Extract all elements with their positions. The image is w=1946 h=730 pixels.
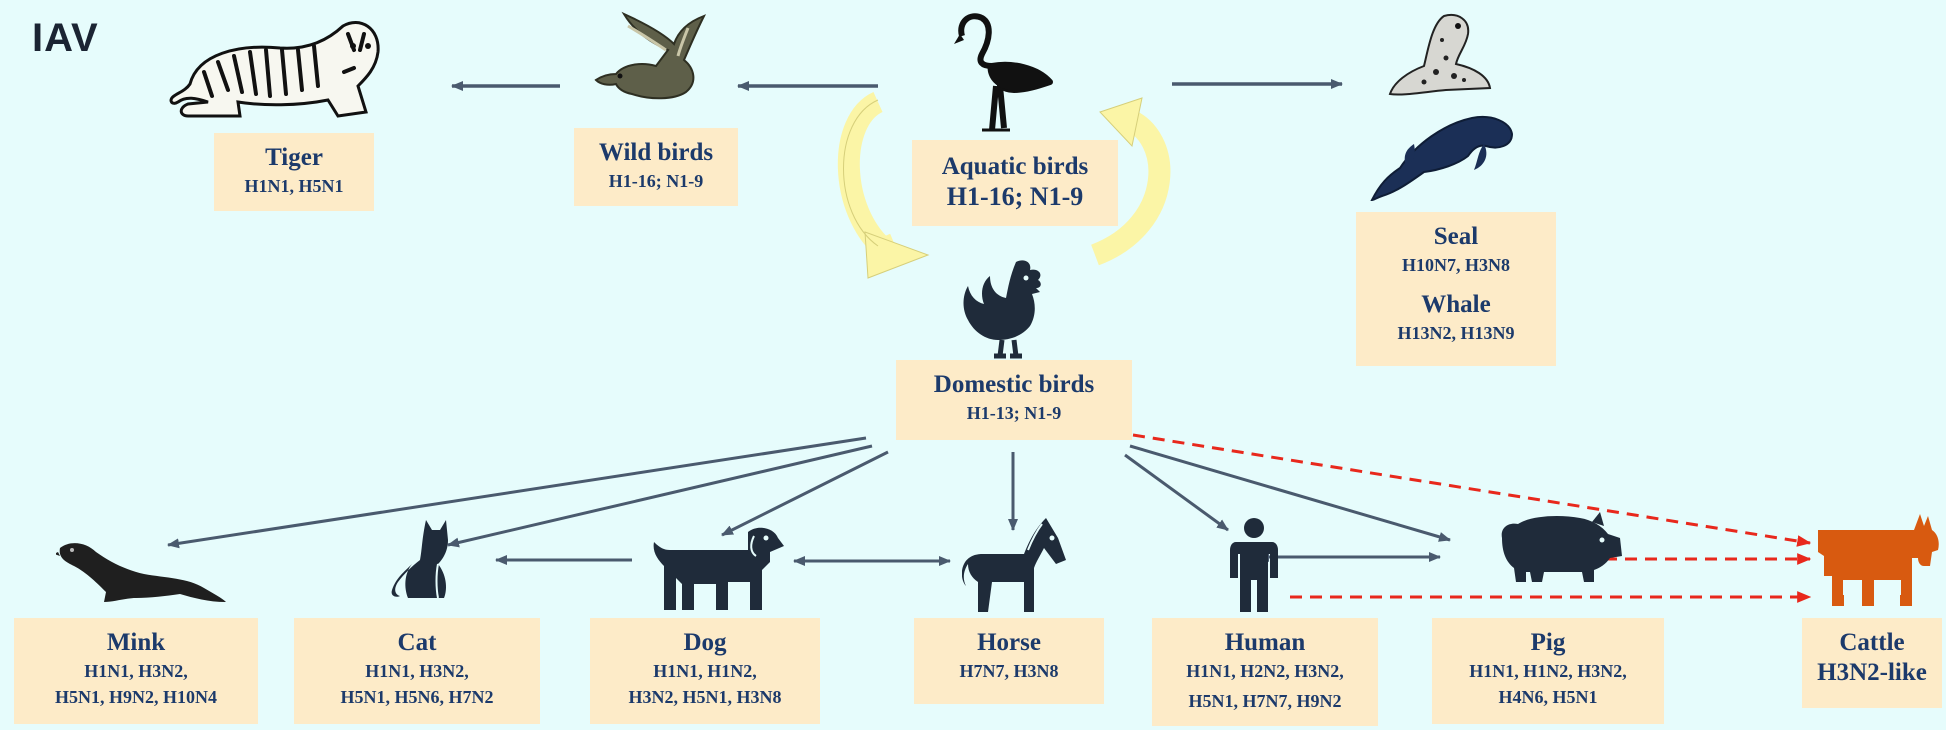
label-box-domestic-birds: Domestic birds H1-13; N1-9 [896, 360, 1132, 440]
flamingo-icon [952, 10, 1062, 136]
label-box-wild-birds: Wild birds H1-16; N1-9 [574, 128, 738, 206]
pig-icon [1496, 510, 1624, 584]
seal-name: Seal [1356, 222, 1556, 252]
dog-subtypes-line2: H3N2, H5N1, H3N8 [590, 684, 820, 710]
rooster-icon [956, 256, 1054, 360]
label-box-human: Human H1N1, H2N2, H3N2, H5N1, H7N7, H9N2 [1152, 618, 1378, 726]
dog-icon [650, 526, 786, 612]
horse-icon [962, 516, 1068, 614]
horse-subtypes: H7N7, H3N8 [914, 658, 1104, 684]
label-box-tiger: Tiger H1N1, H5N1 [214, 133, 374, 211]
human-name: Human [1152, 628, 1378, 658]
label-box-horse: Horse H7N7, H3N8 [914, 618, 1104, 704]
cat-icon [386, 518, 456, 600]
pig-name: Pig [1432, 628, 1664, 658]
tiger-icon [168, 12, 388, 127]
wild-birds-name: Wild birds [574, 138, 738, 168]
aquatic-birds-subtypes: H1-16; N1-9 [912, 182, 1118, 212]
mink-icon [56, 536, 228, 608]
seal-icon [1384, 10, 1494, 102]
aquatic-birds-name: Aquatic birds [912, 152, 1118, 182]
human-icon [1226, 516, 1282, 612]
dog-subtypes-line1: H1N1, H1N2, [590, 658, 820, 684]
human-subtypes-line2: H5N1, H7N7, H9N2 [1152, 688, 1378, 714]
arrow-domestic-to-dog [722, 452, 888, 535]
seal-subtypes: H10N7, H3N8 [1356, 252, 1556, 278]
tiger-name: Tiger [214, 143, 374, 173]
whale-name: Whale [1356, 290, 1556, 320]
duck-icon [594, 10, 712, 106]
cat-name: Cat [294, 628, 540, 658]
domestic-birds-subtypes: H1-13; N1-9 [896, 400, 1132, 426]
label-box-cattle: Cattle H3N2-like [1802, 618, 1942, 708]
dog-name: Dog [590, 628, 820, 658]
domestic-birds-name: Domestic birds [896, 370, 1132, 400]
cattle-subtypes: H3N2-like [1802, 658, 1942, 688]
label-box-dog: Dog H1N1, H1N2, H3N2, H5N1, H3N8 [590, 618, 820, 724]
cattle-icon [1814, 512, 1942, 608]
label-box-mink: Mink H1N1, H3N2, H5N1, H9N2, H10N4 [14, 618, 258, 724]
arrow-domestic-to-human [1125, 455, 1228, 530]
pig-subtypes-line1: H1N1, H1N2, H3N2, [1432, 658, 1664, 684]
label-box-cat: Cat H1N1, H3N2, H5N1, H5N6, H7N2 [294, 618, 540, 724]
mink-name: Mink [14, 628, 258, 658]
mink-subtypes-line2: H5N1, H9N2, H10N4 [14, 684, 258, 710]
horse-name: Horse [914, 628, 1104, 658]
label-box-pig: Pig H1N1, H1N2, H3N2, H4N6, H5N1 [1432, 618, 1664, 724]
wild-birds-subtypes: H1-16; N1-9 [574, 168, 738, 194]
whale-subtypes: H13N2, H13N9 [1356, 320, 1556, 346]
cat-subtypes-line1: H1N1, H3N2, [294, 658, 540, 684]
human-subtypes-line1: H1N1, H2N2, H3N2, [1152, 658, 1378, 684]
cattle-name: Cattle [1802, 628, 1942, 658]
pig-subtypes-line2: H4N6, H5N1 [1432, 684, 1664, 710]
diagram-title: IAV [32, 16, 99, 61]
mink-subtypes-line1: H1N1, H3N2, [14, 658, 258, 684]
whale-icon [1366, 104, 1514, 202]
label-box-seal-whale: Seal H10N7, H3N8 Whale H13N2, H13N9 [1356, 212, 1556, 366]
tiger-subtypes: H1N1, H5N1 [214, 173, 374, 199]
cat-subtypes-line2: H5N1, H5N6, H7N2 [294, 684, 540, 710]
label-box-aquatic-birds: Aquatic birds H1-16; N1-9 [912, 140, 1118, 226]
